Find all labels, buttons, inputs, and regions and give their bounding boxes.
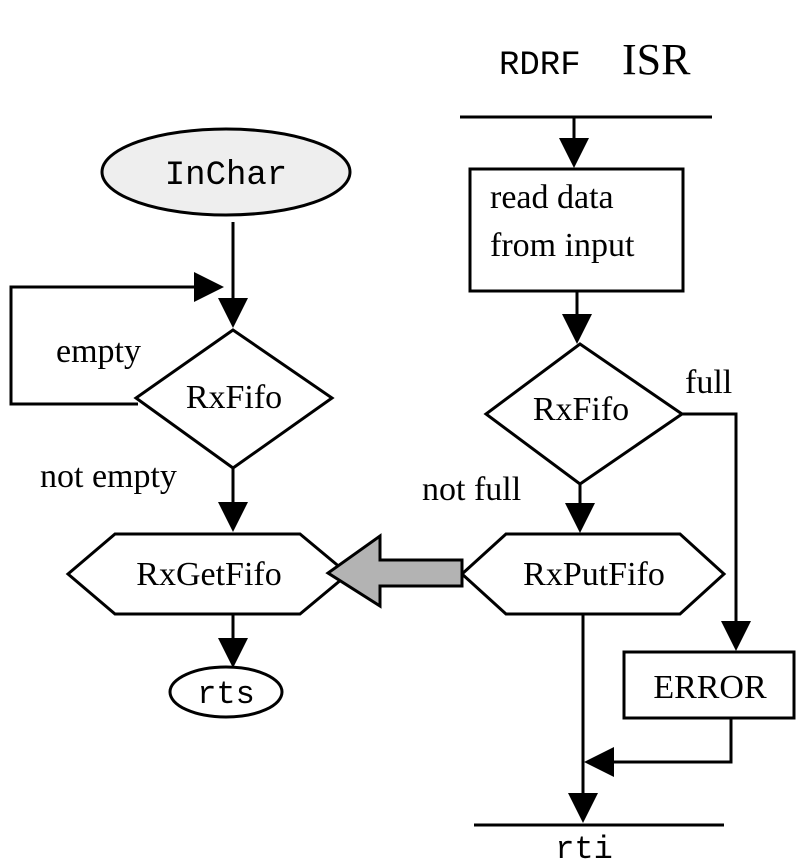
read-data-box (468, 167, 685, 293)
error-box (622, 650, 796, 720)
left-rxfifo-label: RxFifo (186, 379, 282, 416)
read-data-line1: read data (490, 179, 614, 216)
rxgetfifo-label: RxGetFifo (136, 556, 281, 593)
rti-label: rti (555, 831, 613, 866)
full-label: full (685, 364, 732, 401)
inchar-start-oval (100, 127, 352, 217)
data-flow-arrow (325, 533, 464, 609)
rxgetfifo-process (65, 532, 351, 616)
inchar-start-label: InChar (165, 157, 287, 195)
rxputfifo-label: RxPutFifo (523, 556, 665, 593)
empty-loop-line (9, 272, 224, 406)
not-empty-label: not empty (40, 458, 177, 495)
not-full-label: not full (422, 471, 521, 508)
full-branch-line (682, 412, 751, 651)
error-return-line (584, 718, 733, 777)
read-data-line2: from input (490, 227, 635, 264)
rts-end-label: rts (197, 676, 255, 713)
error-label: ERROR (653, 669, 767, 706)
isr-title-suffix: ISR (622, 35, 691, 84)
rts-end-oval (168, 665, 284, 719)
right-rxfifo-label: RxFifo (533, 391, 629, 428)
empty-label: empty (56, 333, 141, 370)
isr-title-prefix: RDRF (499, 47, 581, 85)
